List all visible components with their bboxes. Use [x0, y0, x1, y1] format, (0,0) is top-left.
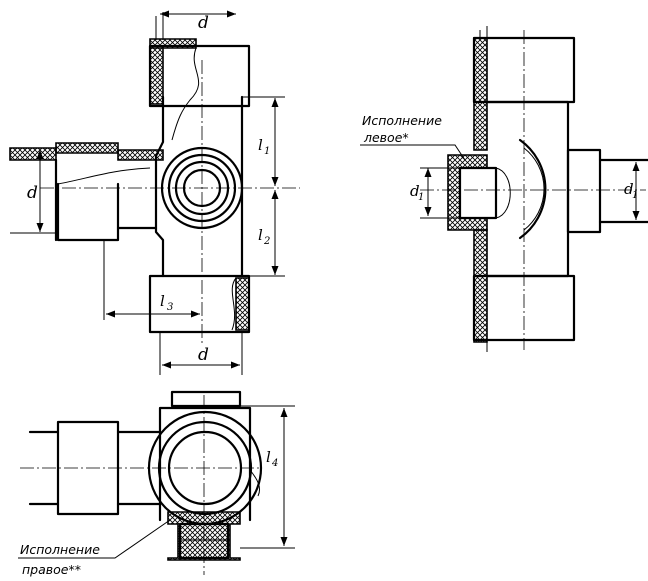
dim-l2-sub: 2 — [263, 236, 270, 247]
bottom-socket-wall — [235, 277, 250, 331]
dim-d-top: d — [198, 13, 209, 33]
note-right-version-line1: Исполнение — [20, 542, 100, 557]
note-right-version-line2: правое** — [22, 562, 81, 577]
dim-l2-letter: l — [258, 226, 263, 244]
dim-l1-letter: l — [258, 136, 263, 154]
dim-d1-left-sub: 1 — [418, 192, 424, 203]
note-left-version-line2: левое* — [363, 130, 409, 145]
note-left-version-line1: Исполнение — [362, 113, 442, 128]
dim-l1-sub: 1 — [264, 146, 270, 157]
top-pipe-wall — [149, 38, 197, 49]
dim-d1-right-letter: d — [624, 180, 634, 198]
dim-l3-letter: l — [160, 292, 165, 310]
dim-d-left: d — [27, 183, 38, 203]
dim-d1-right-sub: 1 — [632, 190, 638, 201]
dim-l4-sub: 4 — [271, 458, 278, 469]
left-pipe-wall — [9, 147, 57, 161]
dim-d1-left-letter: d — [410, 182, 420, 200]
dim-l3-sub: 3 — [167, 302, 173, 313]
view-right-version: l 4 Исполнение правое** — [18, 390, 295, 577]
dim-d-bottom: d — [198, 345, 209, 365]
top-socket-wall — [149, 45, 164, 105]
dim-l4-letter: l — [266, 448, 271, 466]
view-main-cross-fitting: d d l 1 l 2 l 3 d — [9, 10, 300, 375]
view-left-version-section: d 1 d 1 Исполнение левое* — [360, 26, 648, 352]
